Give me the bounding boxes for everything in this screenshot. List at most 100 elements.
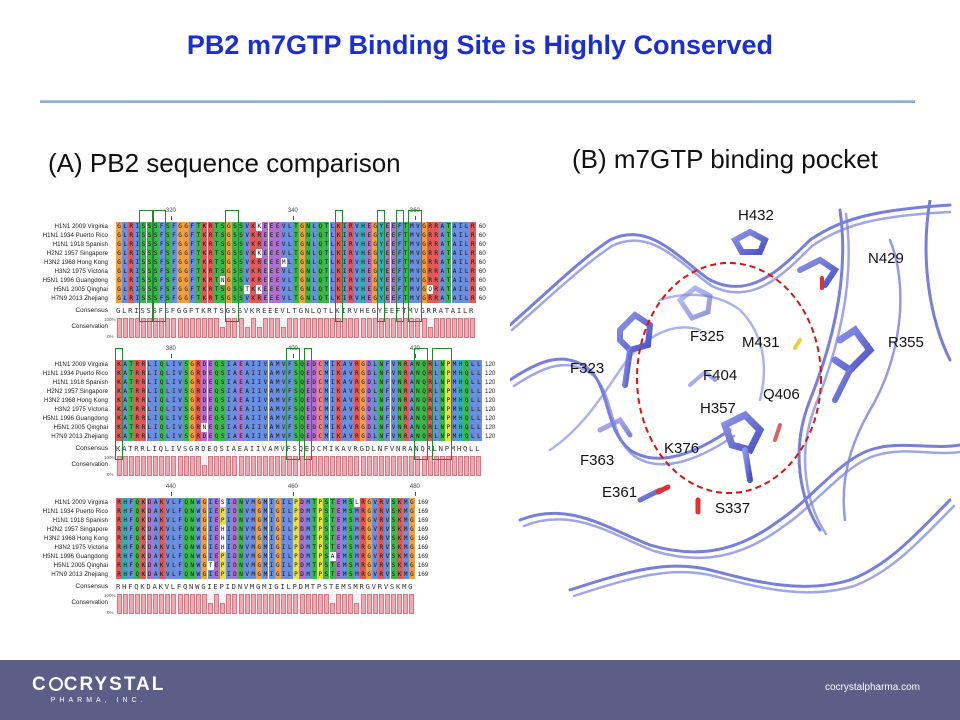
residue-cell: A xyxy=(408,423,415,432)
residue-cell: I xyxy=(341,231,348,240)
residue-cell: N xyxy=(378,423,385,432)
residue-label: H432 xyxy=(738,207,774,224)
conservation-bar xyxy=(153,594,159,614)
residue-cell: S xyxy=(164,249,171,258)
residue-cell: R xyxy=(402,396,409,405)
residue-cell: V xyxy=(347,405,354,414)
conservation-bar xyxy=(348,318,354,338)
residue-cell: E xyxy=(268,249,275,258)
residue-cell: F xyxy=(177,525,184,534)
residue-cell: I xyxy=(256,423,263,432)
conservation-bar xyxy=(171,318,177,338)
residue-cell: M xyxy=(402,534,409,543)
residue-cell: K xyxy=(335,423,342,432)
residue-cell: F xyxy=(128,534,135,543)
residue-cell: E xyxy=(213,534,220,543)
residue-cell: E xyxy=(335,516,342,525)
residue-cell: N xyxy=(305,276,312,285)
residue-cell: V xyxy=(164,516,171,525)
residue-cell: L xyxy=(286,507,293,516)
residue-cell: G xyxy=(201,552,208,561)
residue-cell: I xyxy=(225,498,232,507)
residue-cell: R xyxy=(207,294,214,303)
residue-cell: I xyxy=(280,516,287,525)
residue-cell: D xyxy=(146,561,153,570)
residue-cell: L xyxy=(475,378,482,387)
residue-cell: N xyxy=(396,387,403,396)
residue-cell: N xyxy=(414,414,421,423)
residue-cell: M xyxy=(323,387,330,396)
residue-cell: A xyxy=(341,360,348,369)
strain-name: H1N1 1918 Spanish xyxy=(52,517,108,524)
residue-cell: M xyxy=(262,543,269,552)
conservation-bar xyxy=(214,318,220,338)
residue-cell: I xyxy=(250,423,257,432)
residue-cell: R xyxy=(207,258,214,267)
residue-cell: R xyxy=(128,258,135,267)
residue-cell: L xyxy=(433,387,440,396)
conservation-bar xyxy=(244,456,250,476)
residue-cell: H xyxy=(360,258,367,267)
residue-cell: T xyxy=(445,276,452,285)
residue-cell: F xyxy=(170,267,177,276)
residue-cell: R xyxy=(353,378,360,387)
residue-cell: Q xyxy=(134,561,141,570)
residue-cell: K xyxy=(335,249,342,258)
residue-cell: L xyxy=(286,285,293,294)
residue-cell: S xyxy=(347,543,354,552)
conservation-bar xyxy=(452,318,457,338)
residue-cell: Q xyxy=(134,498,141,507)
residue-cell: T xyxy=(311,534,318,543)
residue-cell: D xyxy=(366,360,373,369)
residue-cell: I xyxy=(225,570,232,579)
conservation-bar xyxy=(171,456,177,476)
residue-cell: S xyxy=(219,396,226,405)
residue-cell: M xyxy=(353,543,360,552)
residue-cell: K xyxy=(116,396,123,405)
residue-cell: F xyxy=(128,543,135,552)
residue-cell: R xyxy=(347,276,354,285)
residue-cell: A xyxy=(231,423,238,432)
residue-cell: Q xyxy=(427,285,434,294)
residue-cell: L xyxy=(329,285,336,294)
residue-cell: A xyxy=(231,387,238,396)
footer-url[interactable]: cocrystalpharma.com xyxy=(824,682,920,693)
residue-cell: F xyxy=(384,369,391,378)
residue-cell: L xyxy=(372,369,379,378)
residue-cell: I xyxy=(256,378,263,387)
residue-cell: A xyxy=(268,360,275,369)
residue-cell: M xyxy=(402,516,409,525)
residue-cell: M xyxy=(353,561,360,570)
residue-cell: I xyxy=(457,294,464,303)
conservation-bar xyxy=(384,594,390,614)
scale-top-label: 100% xyxy=(104,593,116,598)
residue-cell: D xyxy=(146,534,153,543)
residue-cell: H xyxy=(457,432,464,441)
residue-cell: G xyxy=(408,543,415,552)
conservation-bar xyxy=(360,456,366,476)
residue-cell: G xyxy=(225,276,232,285)
residue-cell: M xyxy=(341,507,348,516)
conservation-bar xyxy=(140,594,146,614)
residue-cell: R xyxy=(402,405,409,414)
residue-cell: D xyxy=(231,552,238,561)
residue-cell: S xyxy=(390,570,397,579)
residue-cell: L xyxy=(164,387,171,396)
residue-cell: S xyxy=(347,561,354,570)
residue-cell: L xyxy=(372,360,379,369)
residue-cell: G xyxy=(225,285,232,294)
strain-name: H5N1 1996 Guangdong xyxy=(42,277,108,284)
residue-cell: S xyxy=(152,258,159,267)
residue-cell: T xyxy=(402,267,409,276)
residue-cell: T xyxy=(128,423,135,432)
residue-cell: Q xyxy=(183,543,190,552)
residue-cell: G xyxy=(299,249,306,258)
residue-cell: L xyxy=(353,498,360,507)
residue-cell: E xyxy=(238,387,245,396)
residue-cell: S xyxy=(238,222,245,231)
residue-cell: T xyxy=(292,231,299,240)
residue-cell: N xyxy=(238,543,245,552)
residue-cell: R xyxy=(427,267,434,276)
residue-cell: E xyxy=(238,396,245,405)
